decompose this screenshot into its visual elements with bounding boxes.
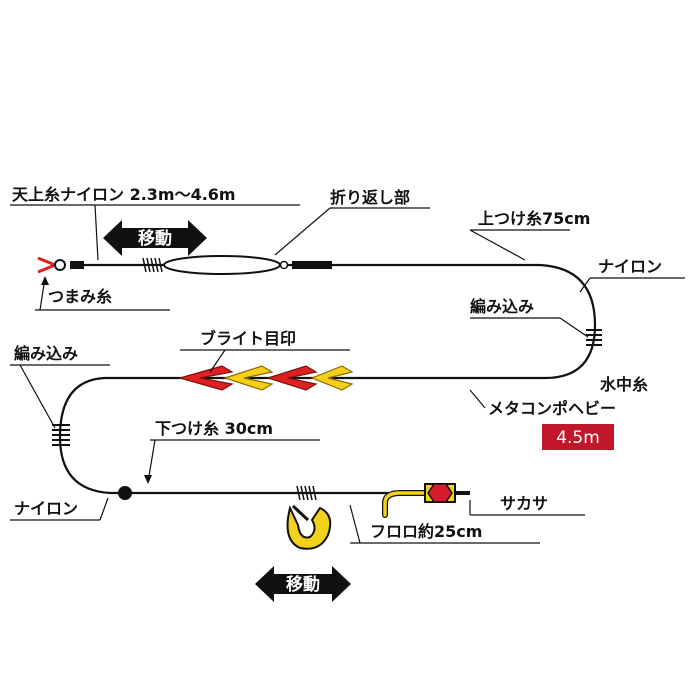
label-tsumami-ito: つまみ糸 [48,287,112,306]
move-arrow-top: 移動 [103,220,207,256]
sakasa-hook-icon [382,490,441,518]
leader-lines [10,204,685,544]
coil-top [142,257,163,273]
label-furoro: フロロ約25cm [370,522,482,541]
coil-bottom [296,485,317,501]
amikomi-right [586,329,602,346]
amikomi-left [52,424,70,446]
leader-arrowheads [41,276,152,484]
tsumami-ito-icon [37,256,66,274]
label-sakasa: サカサ [500,494,548,513]
bright-markers [177,365,354,391]
label-metacompo-heavy: メタコンポヘビー [488,399,616,418]
label-bright-mejirushi: ブライト目印 [200,329,296,348]
label-nylon-left: ナイロン [14,499,78,518]
label-amikomi-right: 編み込み [470,297,534,316]
move-arrow-bottom: 移動 [255,566,351,602]
label-amikomi-left: 編み込み [14,344,78,363]
ring-clip-icon [286,504,332,550]
label-shitatsuke-ito: 下つけ糸 30cm [155,419,273,438]
length-badge: 4.5m [542,424,614,450]
nylon-knot-bead [118,486,132,500]
label-nylon-right: ナイロン [598,257,662,276]
label-suichuito: 水中糸 [600,375,648,394]
move-arrow-bottom-label: 移動 [286,574,320,595]
move-arrow-top-label: 移動 [138,228,172,249]
knot-start [70,261,84,269]
length-badge-label: 4.5m [556,428,600,448]
label-orikaeshi: 折り返し部 [330,188,410,207]
main-line [58,263,597,495]
sakasa-icon [424,483,470,503]
label-tenjo-ito: 天上糸ナイロン 2.3m〜4.6m [12,185,236,204]
folding-loop [163,255,332,275]
label-uetsuke-ito: 上つけ糸75cm [478,209,590,228]
